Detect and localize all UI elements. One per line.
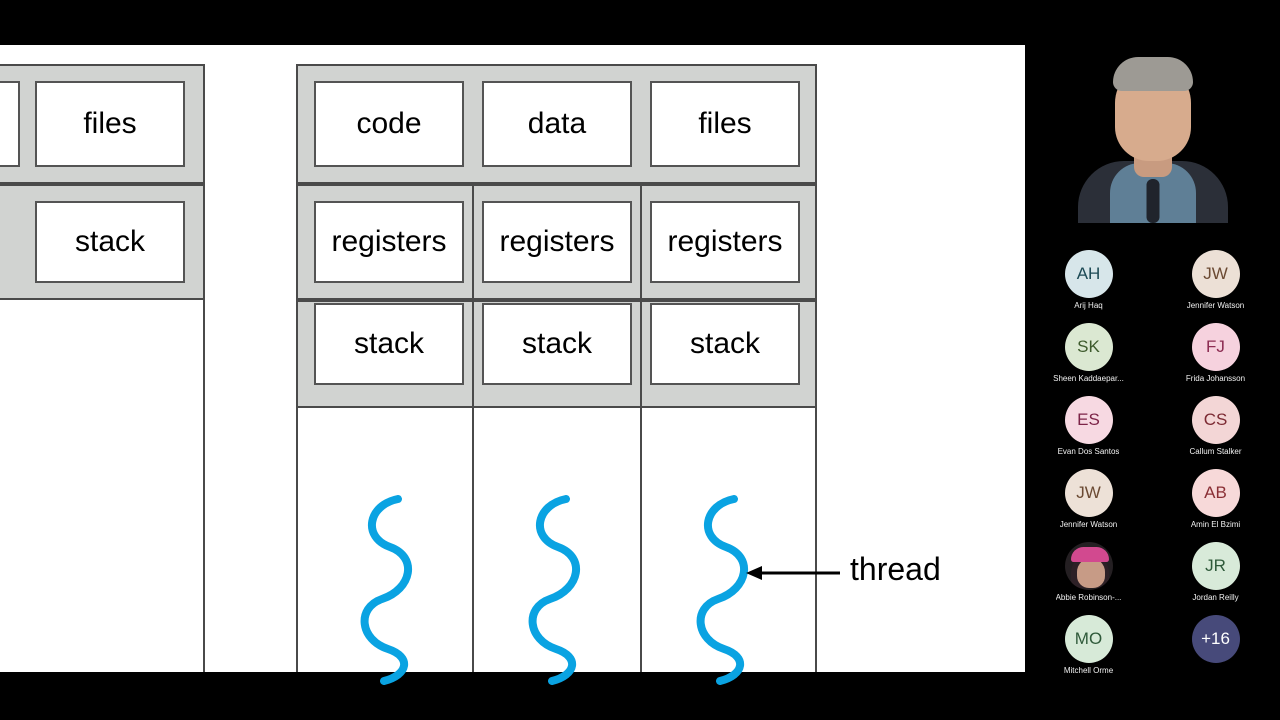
participant-name: Jennifer Watson	[1186, 301, 1245, 310]
participant-tile[interactable]: +16	[1152, 615, 1279, 688]
box-stack-3: stack	[650, 303, 800, 385]
avatar-initials: FJ	[1191, 323, 1240, 371]
participant-name: Evan Dos Santos	[1057, 447, 1120, 456]
overflow-count-badge[interactable]: +16	[1191, 615, 1240, 663]
avatar-initials: ES	[1064, 396, 1113, 444]
participant-tile[interactable]: JW Jennifer Watson	[1152, 250, 1279, 323]
box-registers-2: registers	[482, 201, 632, 283]
box-registers-1: registers	[314, 201, 464, 283]
avatar-initials: CS	[1191, 396, 1240, 444]
participant-name: Mitchell Orme	[1063, 666, 1114, 675]
participant-tile[interactable]: CS Callum Stalker	[1152, 396, 1279, 469]
avatar-photo-face	[1076, 558, 1105, 588]
participant-name: Amin El Bzimi	[1190, 520, 1241, 529]
avatar-photo	[1064, 542, 1113, 590]
participant-tile[interactable]: Abbie Robinson-...	[1025, 542, 1152, 615]
participant-tile[interactable]: ES Evan Dos Santos	[1025, 396, 1152, 469]
participant-name: Frida Johansson	[1185, 374, 1246, 383]
thread-column-divider-2	[640, 184, 642, 672]
thread-label: thread	[850, 551, 941, 587]
left-box-data	[0, 81, 20, 167]
thread-column-edge-left	[296, 408, 298, 672]
participant-name: Callum Stalker	[1189, 447, 1242, 456]
participant-tile[interactable]: JW Jennifer Watson	[1025, 469, 1152, 542]
participant-name: Arij Haq	[1074, 301, 1103, 310]
box-stack-2: stack	[482, 303, 632, 385]
presenter-hair	[1113, 57, 1193, 91]
presenter-tie	[1146, 179, 1160, 223]
box-registers-3: registers	[650, 201, 800, 283]
thread-annotation: thread	[740, 543, 1000, 603]
left-process-right-edge	[203, 64, 205, 672]
box-files: files	[650, 81, 800, 167]
participant-name: Jennifer Watson	[1059, 520, 1118, 529]
left-box-files: files	[35, 81, 185, 167]
participant-tile[interactable]: FJ Frida Johansson	[1152, 323, 1279, 396]
participant-tile[interactable]: JR Jordan Reilly	[1152, 542, 1279, 615]
single-threaded-process-diagram-partial: files stack	[0, 45, 205, 672]
avatar-initials: JW	[1191, 250, 1240, 298]
participant-tile[interactable]: SK Sheen Kaddaepar...	[1025, 323, 1152, 396]
avatar-initials: JW	[1064, 469, 1113, 517]
slide-stage: files stack code data files registers re…	[0, 45, 1025, 685]
participant-tile[interactable]: AH Arij Haq	[1025, 250, 1152, 323]
thread-column-edge-right	[815, 408, 817, 672]
participant-name: Sheen Kaddaepar...	[1053, 374, 1124, 383]
participant-name: Abbie Robinson-...	[1055, 593, 1122, 602]
presenter-video-tile[interactable]	[1033, 45, 1273, 223]
box-code: code	[314, 81, 464, 167]
thread-arrow-icon	[746, 566, 840, 580]
thread-column-divider-1	[472, 184, 474, 672]
avatar-initials: AH	[1064, 250, 1113, 298]
multithreaded-process-diagram: code data files registers registers regi…	[296, 45, 817, 685]
box-stack-1: stack	[314, 303, 464, 385]
left-box-stack: stack	[35, 201, 185, 283]
avatar-photo-scarf	[1070, 547, 1109, 562]
participant-name: Jordan Reilly	[1192, 593, 1239, 602]
thread-squiggle-1	[360, 495, 412, 685]
participant-tile[interactable]: MO Mitchell Orme	[1025, 615, 1152, 688]
thread-squiggle-2	[528, 495, 580, 685]
thread-squiggle-3	[696, 495, 748, 685]
avatar-initials: MO	[1064, 615, 1113, 663]
participant-tile[interactable]: AB Amin El Bzimi	[1152, 469, 1279, 542]
avatar-initials: AB	[1191, 469, 1240, 517]
box-data: data	[482, 81, 632, 167]
avatar-initials: JR	[1191, 542, 1240, 590]
avatar-initials: SK	[1064, 323, 1113, 371]
